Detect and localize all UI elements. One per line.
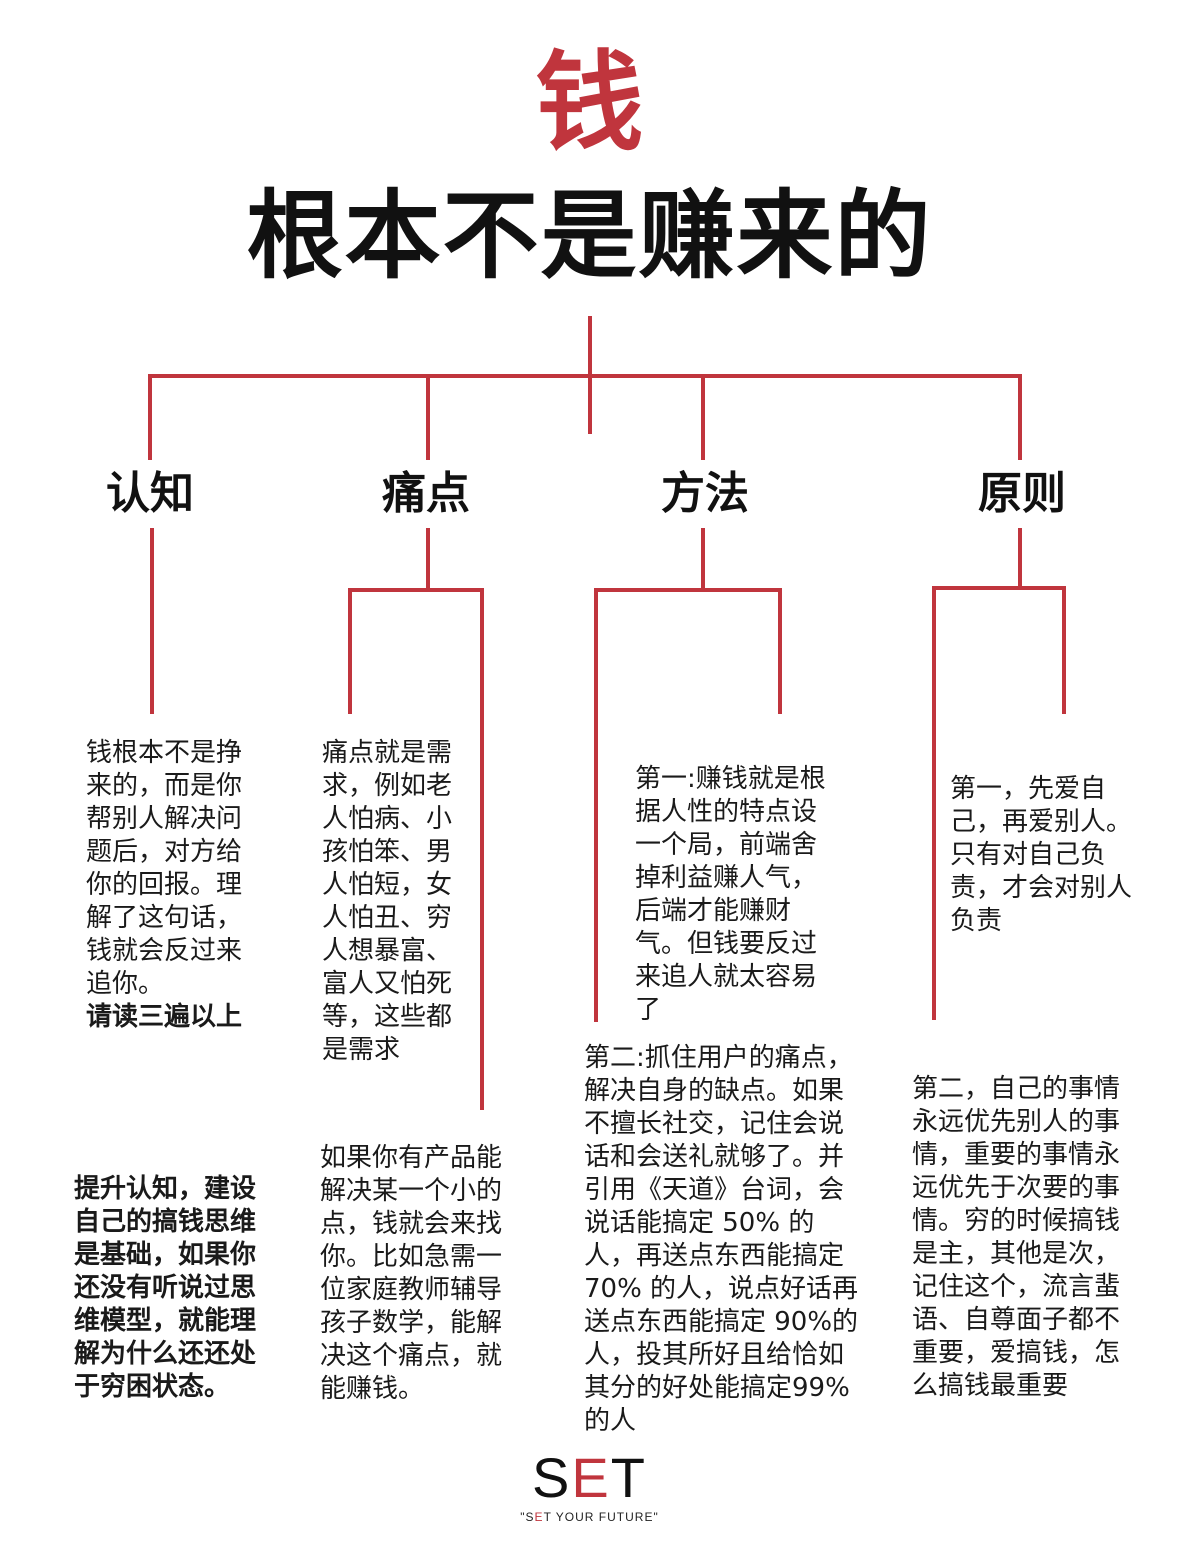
method-block-1: 第一:赚钱就是根据人性的特点设一个局，前端舍掉利益赚人气，后端才能赚财气。但钱要… bbox=[635, 764, 826, 1025]
pain-point-block-1: 痛点就是需求，例如老人怕病、小孩怕笨、男人怕短，女人怕丑、穷人想暴富、富人又怕死… bbox=[322, 738, 453, 1065]
title-subtitle: 根本不是赚来的 bbox=[246, 180, 933, 292]
method-block-2: 第二:抓住用户的痛点，解决自身的缺点。如果不擅长社交，记住会说话和会送礼就够了。… bbox=[584, 1043, 859, 1436]
brand-tagline-accent: E bbox=[534, 1510, 544, 1524]
cognition-block-2: 提升认知，建设自己的搞钱思维是基础，如果你还没有听说过思维模型，就能理解为什么还… bbox=[74, 1174, 257, 1402]
principle-block-2: 第二，自己的事情永远优先别人的事情，重要的事情永远优先于次要的事情。穷的时候搞钱… bbox=[912, 1074, 1121, 1401]
brand-letter-e: E bbox=[571, 1446, 611, 1509]
heading-cognition: 认知 bbox=[106, 468, 194, 519]
heading-pain-point: 痛点 bbox=[382, 468, 470, 519]
pain-point-block-2: 如果你有产品能解决某一个小的点，钱就会来找你。比如急需一位家庭教师辅导孩子数学，… bbox=[320, 1143, 503, 1404]
brand-logo: SET "SET YOUR FUTURE" bbox=[0, 1450, 1179, 1525]
brand-letter-t: T bbox=[610, 1446, 647, 1509]
cognition-emphasis: 请读三遍以上 bbox=[86, 1002, 243, 1032]
brand-tagline: "SET YOUR FUTURE" bbox=[0, 1510, 1179, 1524]
heading-method: 方法 bbox=[661, 468, 749, 519]
brand-tagline-rest: T YOUR FUTURE" bbox=[543, 1510, 659, 1524]
cognition-block-1: 钱根本不是挣来的，而是你帮别人解决问题后，对方给你的回报。理解了这句话，钱就会反… bbox=[86, 737, 258, 1034]
principle-block-1: 第一，先爱自己，再爱别人。只有对自己负责，才会对别人负责 bbox=[950, 774, 1133, 936]
cognition-text-1: 钱根本不是挣来的，而是你帮别人解决问题后，对方给你的回报。理解了这句话，钱就会反… bbox=[86, 738, 243, 999]
brand-letter-s: S bbox=[532, 1446, 572, 1509]
brand-letters: SET bbox=[0, 1450, 1179, 1506]
title-main: 钱 bbox=[535, 41, 644, 166]
heading-principle: 原则 bbox=[978, 468, 1066, 519]
brand-tagline-open: "S bbox=[520, 1510, 535, 1524]
